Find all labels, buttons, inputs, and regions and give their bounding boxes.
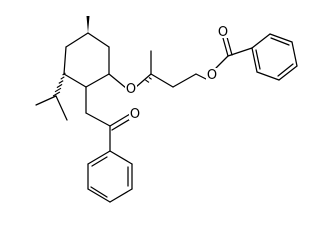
ester-carbonyl-double-bond (226, 36, 233, 56)
atom-label-ketone-oxygen: O (129, 107, 141, 122)
phenacyl-group (85, 86, 133, 152)
ch2-carbonyl-bond (85, 112, 111, 127)
aromatic-bond (109, 150, 133, 165)
aromatic-bond (87, 188, 111, 203)
isopropyl-methyl-bond (35, 95, 57, 106)
aromatic-inner-bond (277, 63, 294, 77)
aromatic-inner-bond (270, 37, 290, 46)
ester-oxygen-label: O (207, 68, 217, 83)
ester-carbonyl-double-bond (222, 37, 229, 57)
methyl-wedge-bond (86, 16, 90, 33)
lower-phenyl-ring (87, 150, 133, 203)
right-phenyl-ring (251, 33, 298, 81)
aromatic-bond (251, 47, 258, 73)
atom-label-ester-carbonyl-oxygen: O (217, 25, 229, 40)
ketone-double-bond (111, 117, 133, 131)
aromatic-bond (109, 188, 133, 203)
ring-to-ether-oxygen-bond (108, 73, 127, 89)
aromatic-bond (87, 150, 111, 165)
atom-label-ether-oxygen: O (125, 82, 137, 97)
ester-carbonyl-oxygen-label: O (218, 25, 228, 40)
aromatic-inner-bond (91, 156, 108, 167)
chain-bond (172, 73, 197, 88)
aromatic-inner-bond (255, 49, 261, 70)
ether-oxygen-to-ch-bond (135, 73, 152, 88)
aromatic-bond (269, 33, 293, 43)
chemical-structure-diagram: O O O O (35, 16, 298, 203)
aromatic-bond (278, 65, 298, 81)
ester-oxygen-to-carbonyl-bond (215, 55, 229, 69)
cyclohexane-ring (63, 32, 110, 88)
isopropyl-methyl-bond (55, 95, 68, 121)
chain-bond (150, 73, 174, 88)
isopropyl-group (35, 72, 68, 121)
ketone-double-bond (109, 113, 131, 127)
ring-bond (85, 73, 110, 88)
ring-bond (87, 32, 110, 48)
aromatic-inner-bond (90, 186, 108, 198)
aromatic-bond (256, 71, 280, 81)
ketone-oxygen-label: O (130, 107, 140, 122)
ring-bond (63, 46, 67, 75)
aromatic-bond (291, 41, 298, 67)
ether-stereo-hash-bond (145, 77, 152, 83)
atom-label-ester-oxygen: O (206, 68, 218, 83)
molecule-canvas: O O O O (35, 16, 298, 203)
ring-bond (63, 73, 87, 88)
ether-chain (108, 50, 209, 89)
ring-bond (65, 32, 89, 48)
carbonyl-to-phenyl-bond (227, 47, 253, 57)
isopropyl-hash-bond (52, 72, 66, 97)
ether-oxygen-label: O (126, 82, 136, 97)
benzoate-ester-group (215, 36, 253, 69)
aromatic-bond (251, 33, 271, 49)
